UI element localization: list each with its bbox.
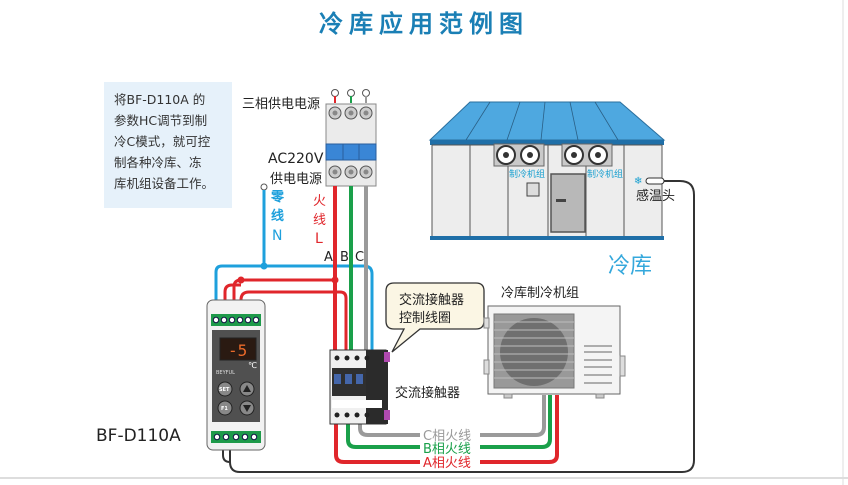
wire-c-label: C相火线 xyxy=(423,429,471,444)
roof-eave xyxy=(430,140,664,145)
svg-text:F1: F1 xyxy=(221,406,228,412)
cold-room-door xyxy=(550,173,586,233)
condensing-unit-label: 冷库制冷机组 xyxy=(501,285,579,301)
live-label: L xyxy=(315,231,323,247)
control-panel xyxy=(526,182,540,197)
circuit-breaker xyxy=(325,89,377,187)
wire-a-label: A相火线 xyxy=(423,456,471,471)
cold-room-unit-label: 制冷机组 xyxy=(587,168,623,180)
svg-text:SET: SET xyxy=(219,387,230,393)
three-phase-power-label: 三相供电电源 xyxy=(242,97,320,112)
down-arrow-icon xyxy=(243,405,251,412)
diagram-title: 冷库应用范例图 xyxy=(319,10,529,38)
live-label: 线 xyxy=(313,213,326,228)
coil-callout-line: 控制线圈 xyxy=(399,311,451,326)
f1-button[interactable] xyxy=(217,400,233,416)
led-display xyxy=(219,337,257,361)
note-line: 冷C模式，就可控 xyxy=(114,134,211,149)
cold-room-label: 冷库 xyxy=(608,254,652,279)
condenser-fan xyxy=(500,318,568,386)
power-supply-label: 供电电源 xyxy=(270,172,322,187)
coil-control-wire xyxy=(239,290,348,350)
coil-callout xyxy=(385,282,485,353)
neutral-label: 零 xyxy=(270,190,285,205)
note-line: 制各种冷库、冻 xyxy=(114,155,202,170)
note-line: 将BF-D110A 的 xyxy=(114,92,206,107)
coil-callout-line: 交流接触器 xyxy=(399,292,464,308)
snowflake-icon: ❄ xyxy=(634,176,642,187)
instruction-note: 将BF-D110A 的 参数HC调节到制 冷C模式，就可控 制各种冷库、冻 库机… xyxy=(104,82,232,208)
temp-sensor-label: 感温头 xyxy=(636,188,675,204)
ac-contactor xyxy=(329,349,390,425)
cold-room-building: 制冷机组 制冷机组 ❄ 感温头 xyxy=(428,101,675,240)
temperature-controller: -5 ℃ BEYFUL SET F1 xyxy=(206,299,266,451)
live-label: 火 xyxy=(313,194,326,209)
up-arrow-icon xyxy=(243,385,251,392)
note-line: 参数HC调节到制 xyxy=(114,113,208,128)
evaporator-fan-right xyxy=(561,143,613,167)
neutral-label: 线 xyxy=(271,208,284,224)
set-button[interactable] xyxy=(217,381,233,397)
brand-label: BEYFUL xyxy=(216,370,235,376)
contactor-label: 交流接触器 xyxy=(395,385,460,401)
roof xyxy=(428,101,666,141)
controller-model-label: BF-D110A xyxy=(96,426,181,446)
phase-b-label: B xyxy=(340,250,349,265)
temp-sensor-probe xyxy=(645,177,665,185)
note-line: 库机组设备工作。 xyxy=(114,176,215,191)
neutral-label: N xyxy=(272,228,282,244)
wall xyxy=(431,144,663,238)
ac220v-label: AC220V xyxy=(268,151,324,167)
phase-a-label: A xyxy=(324,250,333,265)
wire-b-label: B相火线 xyxy=(423,442,471,457)
evaporator-fan-left xyxy=(493,143,545,167)
sensor-wire xyxy=(229,180,695,473)
base xyxy=(430,236,664,240)
phase-c-label: C xyxy=(355,250,364,265)
cold-room-unit-label: 制冷机组 xyxy=(509,168,545,180)
display-value: -5 xyxy=(228,341,247,360)
condensing-unit xyxy=(483,305,626,399)
unit-label: ℃ xyxy=(248,361,257,370)
